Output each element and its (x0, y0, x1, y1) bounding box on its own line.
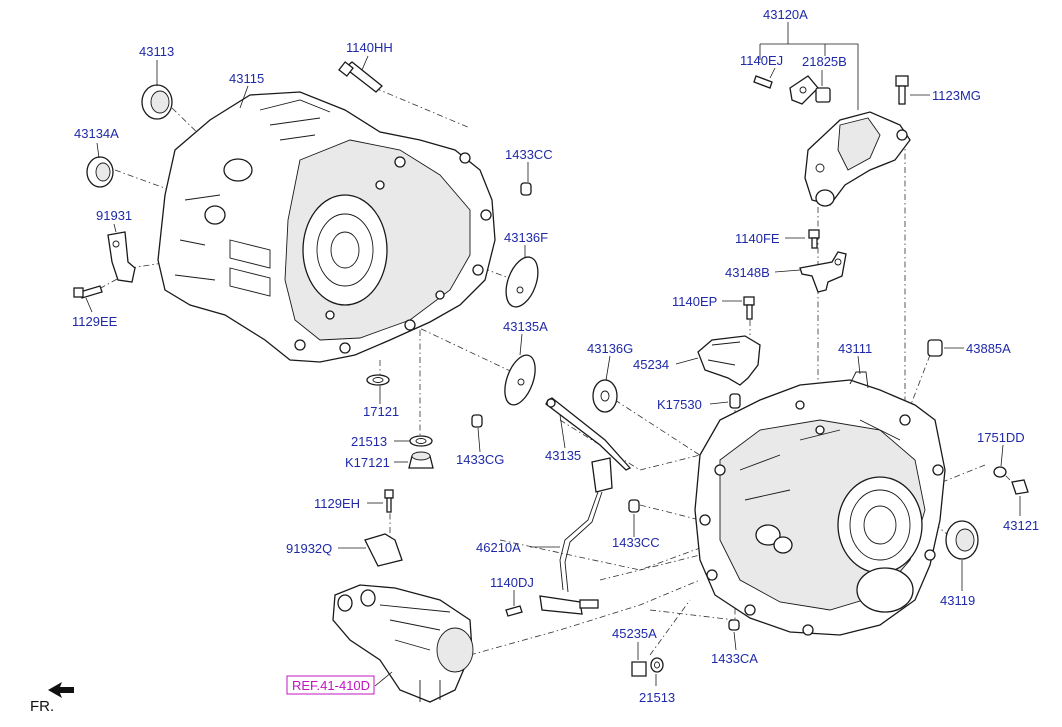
shift-assembly-ref (332, 489, 474, 703)
sensor-harness-46210A (505, 457, 613, 617)
label-1751DD[interactable]: 1751DD (977, 430, 1025, 445)
arrow-icon (48, 682, 74, 698)
label-43136F[interactable]: 43136F (504, 230, 548, 245)
reference-link[interactable]: REF.41-410D (286, 675, 375, 695)
label-1433CA[interactable]: 1433CA (711, 651, 758, 666)
label-43148B[interactable]: 43148B (725, 265, 770, 280)
label-21825B[interactable]: 21825B (802, 54, 847, 69)
label-43115[interactable]: 43115 (229, 71, 264, 86)
front-indicator: FR. (30, 682, 74, 715)
label-45234[interactable]: 45234 (633, 357, 669, 372)
label-21513-bottom[interactable]: 21513 (639, 690, 675, 705)
label-43121[interactable]: 43121 (1003, 518, 1039, 533)
label-21513-left[interactable]: 21513 (351, 434, 387, 449)
transaxle-case-43111 (694, 371, 946, 636)
label-1140HH[interactable]: 1140HH (346, 40, 393, 55)
label-43135A[interactable]: 43135A (503, 319, 548, 334)
label-43134A[interactable]: 43134A (74, 126, 119, 141)
label-1433CC-top[interactable]: 1433CC (505, 147, 553, 162)
label-43120A[interactable]: 43120A (763, 7, 808, 22)
front-label: FR. (30, 698, 54, 715)
mount-bracket-43120A (753, 75, 911, 207)
label-1140FE[interactable]: 1140FE (735, 231, 780, 246)
right-small-parts (628, 229, 1029, 677)
label-1140EJ[interactable]: 1140EJ (740, 53, 783, 68)
clutch-housing-43115 (157, 91, 496, 363)
label-K17121[interactable]: K17121 (345, 455, 390, 470)
label-43136G[interactable]: 43136G (587, 341, 633, 356)
label-43111[interactable]: 43111 (838, 341, 872, 356)
label-43113[interactable]: 43113 (139, 44, 174, 59)
part-labels: 43113 43115 1140HH 43134A 1433CC 91931 4… (72, 7, 1039, 705)
label-46210A[interactable]: 46210A (476, 540, 521, 555)
label-43885A[interactable]: 43885A (966, 341, 1011, 356)
label-43135[interactable]: 43135 (545, 448, 581, 463)
label-17121[interactable]: 17121 (363, 404, 399, 419)
leader-lines (85, 22, 1021, 687)
label-K17530[interactable]: K17530 (657, 397, 702, 412)
label-1433CC-mid[interactable]: 1433CC (612, 535, 660, 550)
label-91931[interactable]: 91931 (96, 208, 132, 223)
label-91932Q[interactable]: 91932Q (286, 541, 332, 556)
label-1140DJ[interactable]: 1140DJ (490, 575, 534, 590)
reference-label[interactable]: REF.41-410D (292, 678, 370, 693)
label-43119[interactable]: 43119 (940, 593, 975, 608)
label-45235A[interactable]: 45235A (612, 626, 657, 641)
label-1129EE[interactable]: 1129EE (72, 314, 118, 329)
label-1433CG[interactable]: 1433CG (456, 452, 504, 467)
label-1129EH[interactable]: 1129EH (314, 496, 360, 511)
label-1123MG[interactable]: 1123MG (932, 88, 981, 103)
label-1140EP[interactable]: 1140EP (672, 294, 717, 309)
left-small-parts (73, 61, 632, 471)
